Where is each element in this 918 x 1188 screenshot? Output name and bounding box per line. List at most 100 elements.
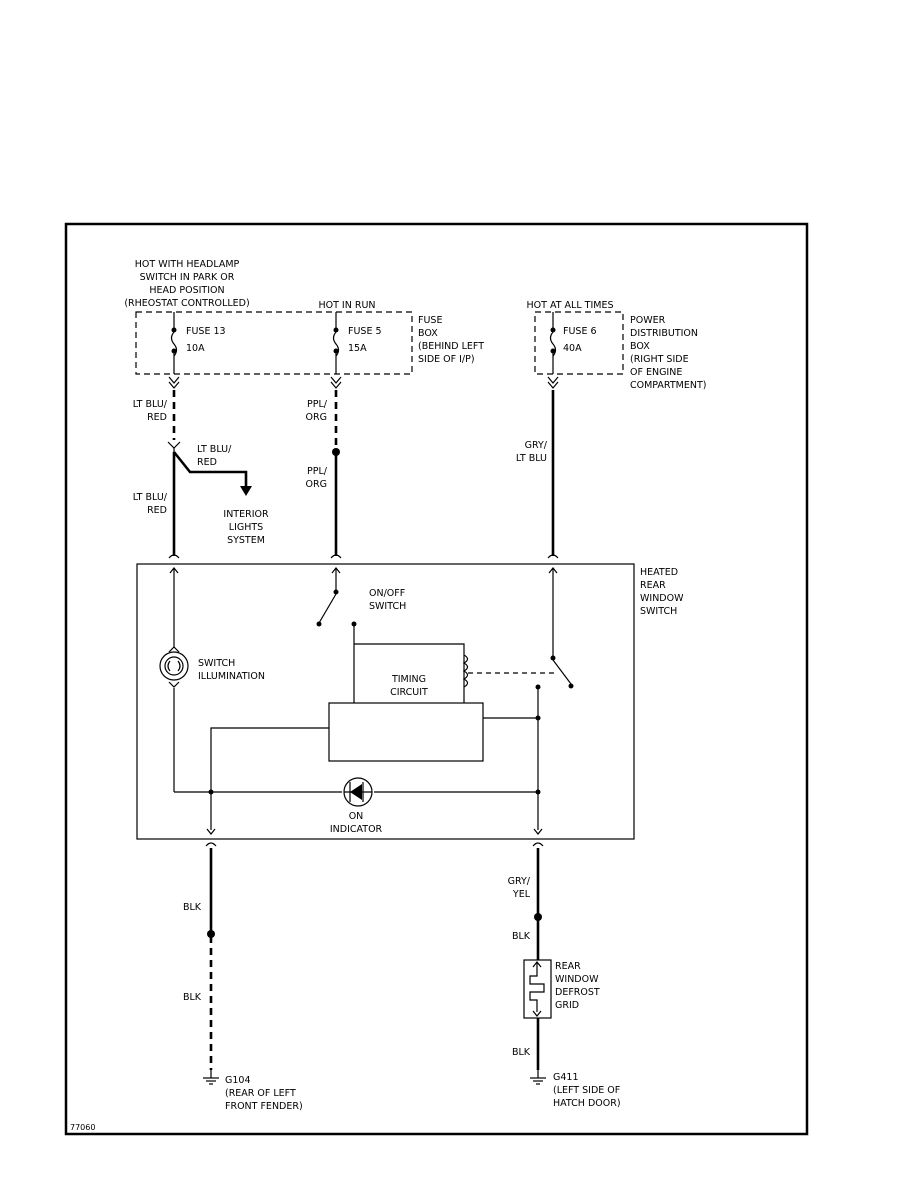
fuse-13 [170, 312, 178, 374]
svg-text:ILLUMINATION: ILLUMINATION [198, 671, 265, 682]
timing-circuit-module [328, 702, 484, 762]
wire-blk-label-3: BLK [512, 931, 531, 942]
hot-headlamp-label: HOT WITH HEADLAMP SWITCH IN PARK OR HEAD… [124, 259, 249, 309]
connector-fuse6 [547, 376, 559, 389]
svg-text:YEL: YEL [512, 889, 531, 900]
wire-blk-label-1: BLK [183, 902, 202, 913]
svg-text:SWITCH: SWITCH [369, 601, 406, 612]
timing-circuit-box [354, 643, 465, 703]
heated-switch-label: HEATED REAR WINDOW SWITCH [640, 567, 684, 617]
splice-gry-yel [534, 913, 542, 921]
relay-output-contact [535, 684, 541, 690]
ground-g104-icon [203, 1070, 219, 1085]
svg-text:DISTRIBUTION: DISTRIBUTION [630, 328, 698, 339]
diagram-id: 77060 [70, 1123, 95, 1132]
svg-text:RED: RED [147, 505, 167, 516]
junction-left-bus [208, 789, 214, 795]
svg-text:ON/OFF: ON/OFF [369, 588, 405, 599]
wire-ltblu-red-label-2: LT BLU/ RED [133, 492, 168, 516]
svg-text:REAR: REAR [640, 580, 666, 591]
splice-blk [207, 930, 215, 938]
switch-illumination-bulb [159, 646, 189, 688]
svg-text:HATCH DOOR): HATCH DOOR) [553, 1098, 621, 1109]
on-indicator-label: ON INDICATOR [330, 811, 383, 835]
svg-text:SWITCH: SWITCH [198, 658, 235, 669]
wire-gry-yel-label: GRY/ YEL [508, 876, 531, 900]
junction-right-bus [535, 789, 541, 795]
svg-text:POWER: POWER [630, 315, 666, 326]
svg-text:(REAR OF LEFT: (REAR OF LEFT [225, 1088, 296, 1099]
svg-text:LT BLU/: LT BLU/ [133, 399, 168, 410]
power-distribution-outline [534, 311, 624, 375]
terminal-arrows-bottom [206, 828, 543, 835]
fuse-5 [332, 312, 340, 374]
svg-text:WINDOW: WINDOW [640, 593, 684, 604]
splice-connector [167, 441, 181, 452]
rear-window-defrost-grid [523, 959, 552, 1019]
wire-ltblu-red-branch-label: LT BLU/ RED [197, 444, 232, 468]
svg-text:ON: ON [349, 811, 364, 822]
svg-text:FUSE 13: FUSE 13 [186, 326, 226, 337]
defrost-grid-label: REAR WINDOW DEFROST GRID [555, 961, 600, 1011]
wire-blk-label-4: BLK [512, 1047, 531, 1058]
svg-text:PPL/: PPL/ [307, 399, 328, 410]
svg-text:GRY/: GRY/ [508, 876, 531, 887]
interior-lights-label: INTERIOR LIGHTS SYSTEM [223, 509, 269, 546]
onoff-switch-label: ON/OFF SWITCH [369, 588, 406, 612]
svg-text:RED: RED [147, 412, 167, 423]
wire-to-interior-lights [172, 451, 248, 486]
fuse-5-label: FUSE 5 15A [348, 326, 382, 354]
connector-fuse13 [168, 376, 180, 389]
svg-text:HOT WITH HEADLAMP: HOT WITH HEADLAMP [135, 259, 240, 270]
svg-text:ORG: ORG [306, 412, 327, 423]
switch-illumination-label: SWITCH ILLUMINATION [198, 658, 265, 682]
power-distribution-label: POWER DISTRIBUTION BOX (RIGHT SIDE OF EN… [630, 315, 706, 391]
svg-text:HEATED: HEATED [640, 567, 678, 578]
svg-text:CIRCUIT: CIRCUIT [390, 687, 428, 698]
svg-text:HEAD POSITION: HEAD POSITION [149, 285, 224, 296]
fuse-6-label: FUSE 6 40A [563, 326, 597, 354]
onoff-contact [351, 621, 357, 627]
svg-text:SYSTEM: SYSTEM [227, 535, 265, 546]
fuse-13-label: FUSE 13 10A [186, 326, 226, 354]
svg-text:FUSE: FUSE [418, 315, 442, 326]
wire-ltblu-red-label-1: LT BLU/ RED [133, 399, 168, 423]
svg-text:FUSE 5: FUSE 5 [348, 326, 382, 337]
on-indicator-led [343, 777, 373, 807]
fuse-box-outline [135, 311, 413, 375]
junction-718 [535, 715, 541, 721]
timing-relay-coil [462, 654, 469, 688]
svg-text:RED: RED [197, 457, 217, 468]
svg-text:WINDOW: WINDOW [555, 974, 599, 985]
onoff-switch-symbol [316, 568, 339, 627]
wire-gry-ltblu-label: GRY/ LT BLU [516, 440, 548, 464]
svg-text:G411: G411 [553, 1072, 579, 1083]
svg-text:SIDE OF I/P): SIDE OF I/P) [418, 354, 475, 365]
hot-in-run-label: HOT IN RUN [318, 300, 375, 311]
connector-fuse5 [330, 376, 342, 389]
svg-text:(BEHIND LEFT: (BEHIND LEFT [418, 341, 484, 352]
g104-label: G104 (REAR OF LEFT FRONT FENDER) [225, 1075, 303, 1112]
svg-text:GRY/: GRY/ [525, 440, 548, 451]
svg-text:15A: 15A [348, 343, 367, 354]
timing-ground-wire [210, 727, 329, 830]
fuse-box-label: FUSE BOX (BEHIND LEFT SIDE OF I/P) [418, 315, 484, 365]
svg-text:LT BLU/: LT BLU/ [133, 492, 168, 503]
svg-text:DEFROST: DEFROST [555, 987, 600, 998]
svg-text:INTERIOR: INTERIOR [223, 509, 269, 520]
svg-text:BOX: BOX [630, 341, 650, 352]
svg-text:BOX: BOX [418, 328, 438, 339]
arrow-to-interior-lights [240, 486, 252, 496]
svg-text:SWITCH IN PARK OR: SWITCH IN PARK OR [140, 272, 235, 283]
svg-text:FUSE 6: FUSE 6 [563, 326, 597, 337]
svg-text:COMPARTMENT): COMPARTMENT) [630, 380, 706, 391]
svg-text:FRONT FENDER): FRONT FENDER) [225, 1101, 303, 1112]
svg-text:(RIGHT SIDE: (RIGHT SIDE [630, 354, 689, 365]
terminal-arrows-top [169, 567, 558, 574]
svg-text:OF ENGINE: OF ENGINE [630, 367, 682, 378]
diagram-frame [64, 222, 809, 1136]
g411-label: G411 (LEFT SIDE OF HATCH DOOR) [553, 1072, 621, 1109]
svg-text:LT BLU: LT BLU [516, 453, 547, 464]
heated-rear-window-switch-box [136, 563, 635, 840]
